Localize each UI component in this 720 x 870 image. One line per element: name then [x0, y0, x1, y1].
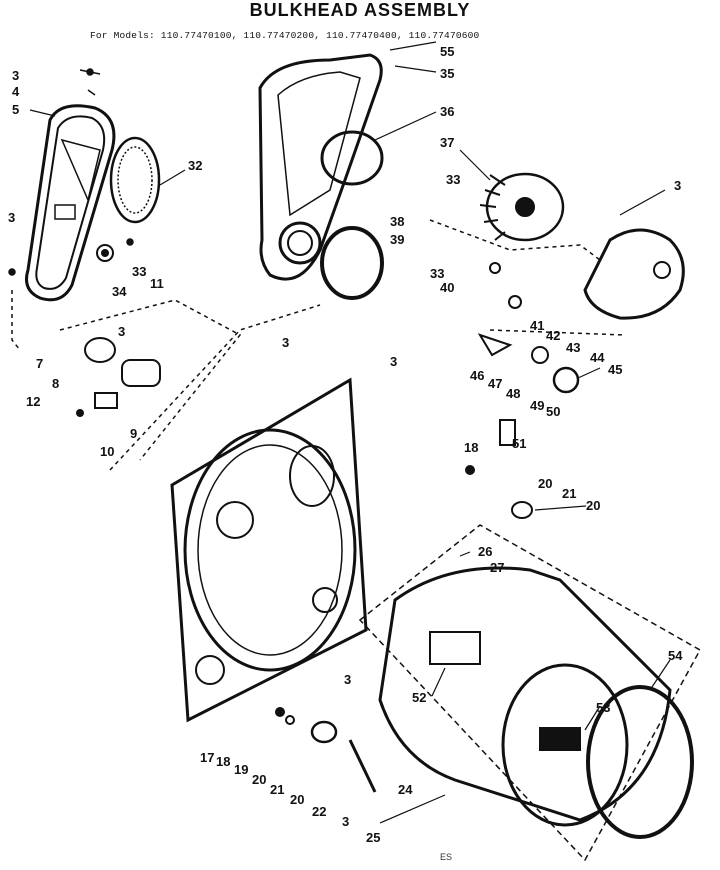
model-numbers: For Models: 110.77470100, 110.77470200, …: [90, 30, 480, 41]
callout-label-3a: 3: [12, 68, 19, 83]
callout-label-3h: 3: [342, 814, 349, 829]
callout-label-38: 38: [390, 214, 404, 229]
pulley-hub: [101, 249, 109, 257]
callout-label-26: 26: [478, 544, 492, 559]
callout-label-3b: 3: [8, 210, 15, 225]
callout-label-39: 39: [390, 232, 404, 247]
callout-label-41: 41: [530, 318, 544, 333]
small-parts-lower: [275, 707, 377, 793]
drum-part: [358, 524, 702, 862]
blower-housing-part: [258, 53, 384, 281]
callout-label-3c: 3: [118, 324, 125, 339]
diagram-title: BULKHEAD ASSEMBLY: [249, 0, 471, 20]
gasket-part: [320, 226, 384, 300]
callout-label-36: 36: [440, 104, 454, 119]
callout-label-44: 44: [590, 350, 605, 365]
callout-label-53: 53: [596, 700, 610, 715]
callout-label-12: 12: [26, 394, 40, 409]
small-parts-right: [465, 262, 580, 519]
callout-label-21b: 21: [270, 782, 284, 797]
callout-label-37: 37: [440, 135, 454, 150]
callout-label-32: 32: [188, 158, 202, 173]
callout-label-42: 42: [546, 328, 560, 343]
blower-fan-part: [479, 172, 565, 242]
callout-label-45: 45: [608, 362, 622, 377]
callout-label-33a: 33: [132, 264, 146, 279]
callout-label-21a: 21: [562, 486, 576, 501]
callout-label-49: 49: [530, 398, 544, 413]
callout-label-20a: 20: [538, 476, 552, 491]
callout-label-20b: 20: [586, 498, 600, 513]
callout-brackets-left: [11, 290, 242, 461]
callout-label-47: 47: [488, 376, 502, 391]
callout-label-51: 51: [512, 436, 526, 451]
callout-label-4: 4: [12, 84, 20, 99]
callout-label-3f: 3: [390, 354, 397, 369]
pulley-part: [96, 244, 114, 262]
callout-label-8: 8: [52, 376, 59, 391]
callout-label-5: 5: [12, 102, 19, 117]
callout-label-50: 50: [546, 404, 560, 419]
callout-label-48: 48: [506, 386, 520, 401]
callout-label-22: 22: [312, 804, 326, 819]
callout-label-43: 43: [566, 340, 580, 355]
bulkhead-panel-part: [170, 377, 368, 723]
callout-label-20c: 20: [252, 772, 266, 787]
callout-label-3e: 3: [282, 335, 289, 350]
callout-label-3d: 3: [674, 178, 681, 193]
drum-seal-part: [586, 685, 694, 839]
callout-label-18b: 18: [216, 754, 230, 769]
blower-cover-part: [583, 228, 685, 320]
callout-label-11: 11: [150, 276, 164, 291]
callout-label-3g: 3: [344, 672, 351, 687]
callout-label-54: 54: [668, 648, 683, 663]
leader-lines: [29, 41, 671, 824]
switch-parts: [76, 337, 161, 417]
callout-label-40: 40: [440, 280, 454, 295]
callout-label-33c: 33: [430, 266, 444, 281]
callout-label-9: 9: [130, 426, 137, 441]
callout-label-34: 34: [112, 284, 127, 299]
callout-label-52: 52: [412, 690, 426, 705]
callout-label-17: 17: [200, 750, 214, 765]
callout-brackets-right: [109, 219, 626, 471]
callout-label-46: 46: [470, 368, 484, 383]
screws-left: [8, 68, 134, 276]
callout-label-7: 7: [36, 356, 43, 371]
idler-cover-part: [25, 104, 116, 302]
callout-label-27: 27: [490, 560, 504, 575]
callout-label-18a: 18: [464, 440, 478, 455]
callout-label-10: 10: [100, 444, 114, 459]
callout-label-20d: 20: [290, 792, 304, 807]
footer-code: ES: [440, 852, 452, 862]
callout-label-19: 19: [234, 762, 248, 777]
callout-label-55: 55: [440, 44, 454, 59]
callout-label-24: 24: [398, 782, 413, 797]
callout-label-25: 25: [366, 830, 380, 845]
callout-label-35: 35: [440, 66, 454, 81]
callout-label-33b: 33: [446, 172, 460, 187]
grille-part: [109, 136, 161, 224]
